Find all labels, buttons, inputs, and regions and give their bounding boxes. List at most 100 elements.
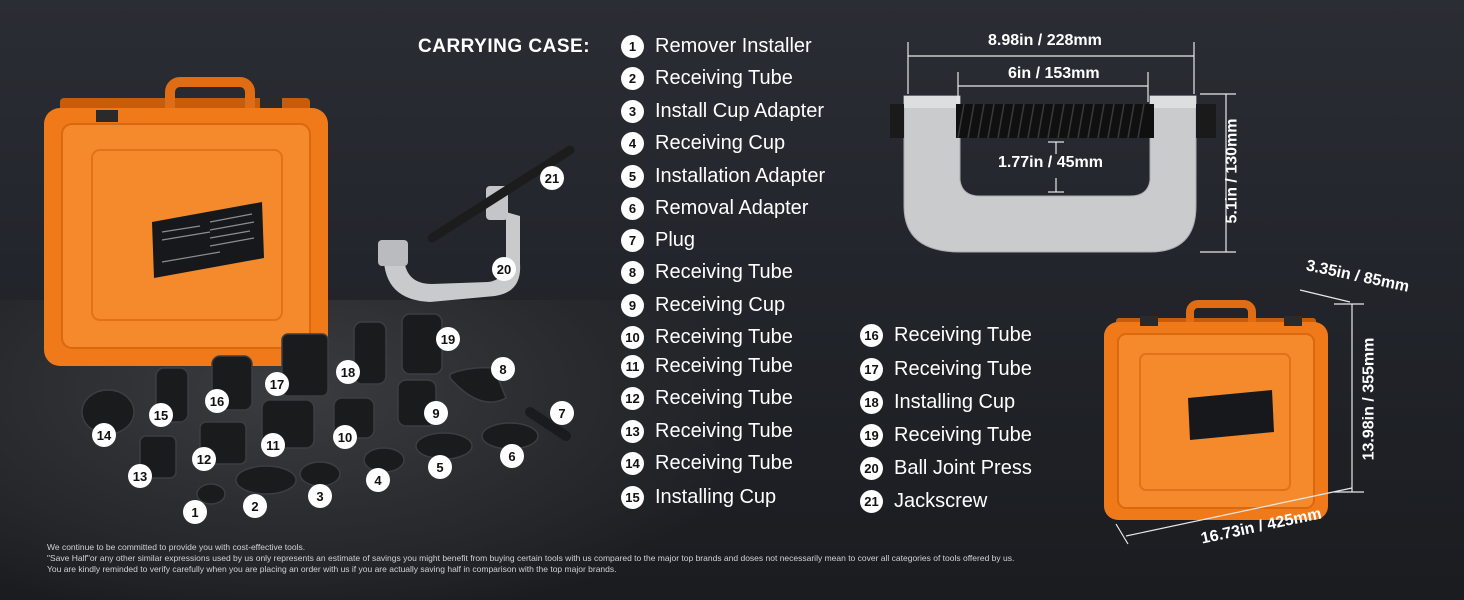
- part-item: 11 Receiving Tube: [621, 353, 793, 379]
- part-number-badge: 3: [621, 99, 644, 123]
- part-name: Install Cup Adapter: [655, 99, 824, 122]
- parts-photo: [81, 313, 571, 505]
- photo-label-20: 20: [492, 257, 516, 281]
- photo-label-6: 6: [500, 444, 524, 468]
- part-item: 17 Receiving Tube: [860, 356, 1032, 382]
- photo-label-7: 7: [550, 401, 574, 425]
- part-item: 10 Receiving Tube: [621, 324, 793, 350]
- part-item: 8 Receiving Tube: [621, 259, 793, 285]
- photo-label-13: 13: [128, 464, 152, 488]
- case-height: 13.98in / 355mm: [1360, 337, 1378, 461]
- case-dimension-lines: [1115, 289, 1364, 545]
- photo-label-2: 2: [243, 494, 267, 518]
- part-number-badge: 10: [621, 325, 644, 349]
- part-number-badge: 20: [860, 456, 883, 480]
- press-dimension-lines: [907, 42, 1236, 253]
- part-item: 7 Plug: [621, 227, 695, 253]
- part-item: 14 Receiving Tube: [621, 450, 793, 476]
- part-number-badge: 13: [621, 419, 644, 443]
- disclaimer-line-3: You are kindly reminded to verify carefu…: [47, 564, 617, 574]
- part-name: Plug: [655, 228, 696, 251]
- carrying-case-large: [44, 77, 328, 366]
- photo-label-21: 21: [540, 166, 564, 190]
- part-name: Receiving Tube: [655, 451, 793, 474]
- part-name: Jackscrew: [894, 489, 988, 512]
- photo-label-10: 10: [333, 425, 357, 449]
- part-number-badge: 4: [621, 131, 644, 155]
- part-name: Receiving Cup: [655, 293, 786, 316]
- part-name: Ball Joint Press: [894, 456, 1032, 479]
- part-item: 12 Receiving Tube: [621, 385, 793, 411]
- part-item: 4 Receiving Cup: [621, 130, 785, 156]
- part-number-badge: 18: [860, 390, 883, 414]
- part-name: Receiving Tube: [655, 386, 793, 409]
- part-item: 13 Receiving Tube: [621, 418, 793, 444]
- part-item: 16 Receiving Tube: [860, 322, 1032, 348]
- part-item: 19 Receiving Tube: [860, 422, 1032, 448]
- photo-label-16: 16: [205, 389, 229, 413]
- part-name: Receiving Tube: [894, 357, 1032, 380]
- disclaimer: We continue to be committed to provide y…: [47, 542, 1014, 575]
- part-number-badge: 17: [860, 357, 883, 381]
- photo-label-8: 8: [491, 357, 515, 381]
- part-name: Installing Cup: [655, 485, 777, 508]
- press-throat-depth: 1.77in / 45mm: [998, 154, 1103, 171]
- photo-label-1: 1: [183, 500, 207, 524]
- part-name: Receiving Tube: [894, 423, 1032, 446]
- photo-label-18: 18: [336, 360, 360, 384]
- part-item: 2 Receiving Tube: [621, 65, 793, 91]
- part-item: 21 Jackscrew: [860, 488, 987, 514]
- carrying-case-heading: CARRYING CASE:: [418, 36, 591, 57]
- part-number-badge: 19: [860, 423, 883, 447]
- part-number-badge: 1: [621, 34, 644, 58]
- disclaimer-line-2: "Save Half"or any other similar expressi…: [47, 553, 1015, 563]
- part-number-badge: 2: [621, 66, 644, 90]
- photo-label-17: 17: [265, 372, 289, 396]
- press-overall-width: 8.98in / 228mm: [988, 32, 1102, 49]
- part-item: 15 Installing Cup: [621, 484, 776, 510]
- part-item: 5 Installation Adapter: [621, 163, 825, 189]
- part-item: 6 Removal Adapter: [621, 195, 808, 221]
- part-number-badge: 7: [621, 228, 644, 252]
- part-item: 3 Install Cup Adapter: [621, 98, 824, 124]
- photo-label-9: 9: [424, 401, 448, 425]
- ball-joint-press-large: [890, 95, 1216, 253]
- part-name: Installation Adapter: [655, 164, 826, 187]
- photo-label-5: 5: [428, 455, 452, 479]
- part-name: Receiving Tube: [655, 260, 793, 283]
- part-number-badge: 6: [621, 196, 644, 220]
- part-number-badge: 21: [860, 489, 883, 513]
- part-name: Receiving Cup: [655, 131, 786, 154]
- part-number-badge: 5: [621, 164, 644, 188]
- part-number-badge: 16: [860, 323, 883, 347]
- part-number-badge: 12: [621, 386, 644, 410]
- part-name: Receiving Tube: [655, 354, 793, 377]
- part-name: Installing Cup: [894, 390, 1016, 413]
- press-height: 5.1in / 130mm: [1223, 118, 1241, 224]
- part-name: Receiving Tube: [655, 66, 793, 89]
- photo-label-15: 15: [149, 403, 173, 427]
- part-item: 9 Receiving Cup: [621, 292, 785, 318]
- part-name: Receiving Tube: [655, 325, 793, 348]
- part-number-badge: 14: [621, 451, 644, 475]
- part-number-badge: 8: [621, 260, 644, 284]
- part-number-badge: 15: [621, 485, 644, 509]
- part-number-badge: 11: [621, 354, 644, 378]
- photo-label-12: 12: [192, 447, 216, 471]
- disclaimer-line-1: We continue to be committed to provide y…: [47, 542, 306, 552]
- part-item: 20 Ball Joint Press: [860, 455, 1032, 481]
- part-item: 18 Installing Cup: [860, 389, 1015, 415]
- part-name: Removal Adapter: [655, 196, 809, 219]
- photo-label-11: 11: [261, 433, 285, 457]
- carrying-case-small: [1104, 300, 1328, 520]
- photo-label-14: 14: [92, 423, 116, 447]
- photo-label-3: 3: [308, 484, 332, 508]
- photo-label-4: 4: [366, 468, 390, 492]
- part-name: Receiving Tube: [655, 419, 793, 442]
- press-photo: [378, 145, 575, 302]
- part-name: Receiving Tube: [894, 323, 1032, 346]
- photo-label-19: 19: [436, 327, 460, 351]
- part-number-badge: 9: [621, 293, 644, 317]
